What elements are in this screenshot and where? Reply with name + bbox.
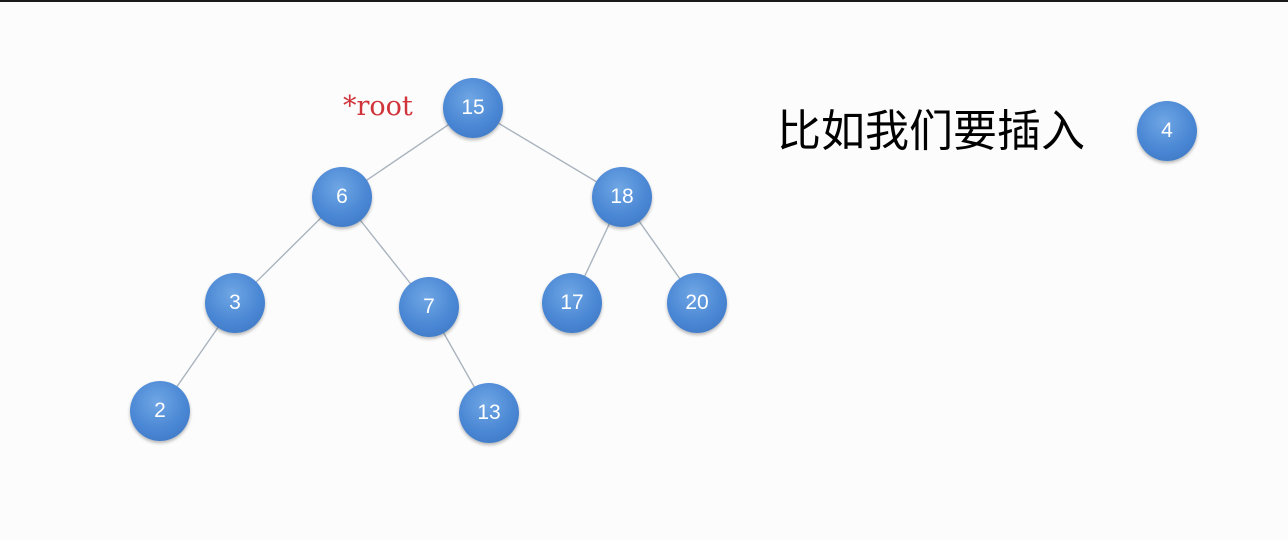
insert-caption: 比如我们要插入 xyxy=(777,106,1085,157)
insert-node-4: 4 xyxy=(1137,101,1197,161)
tree-node-20: 20 xyxy=(667,273,727,333)
root-pointer-label: *root xyxy=(343,91,413,122)
tree-node-15: 15 xyxy=(443,78,503,138)
tree-node-7: 7 xyxy=(399,277,459,337)
tree-node-6: 6 xyxy=(312,167,372,227)
tree-node-3: 3 xyxy=(205,273,265,333)
tree-node-18: 18 xyxy=(592,167,652,227)
tree-node-17: 17 xyxy=(542,273,602,333)
tree-node-2: 2 xyxy=(130,381,190,441)
tree-node-13: 13 xyxy=(459,383,519,443)
